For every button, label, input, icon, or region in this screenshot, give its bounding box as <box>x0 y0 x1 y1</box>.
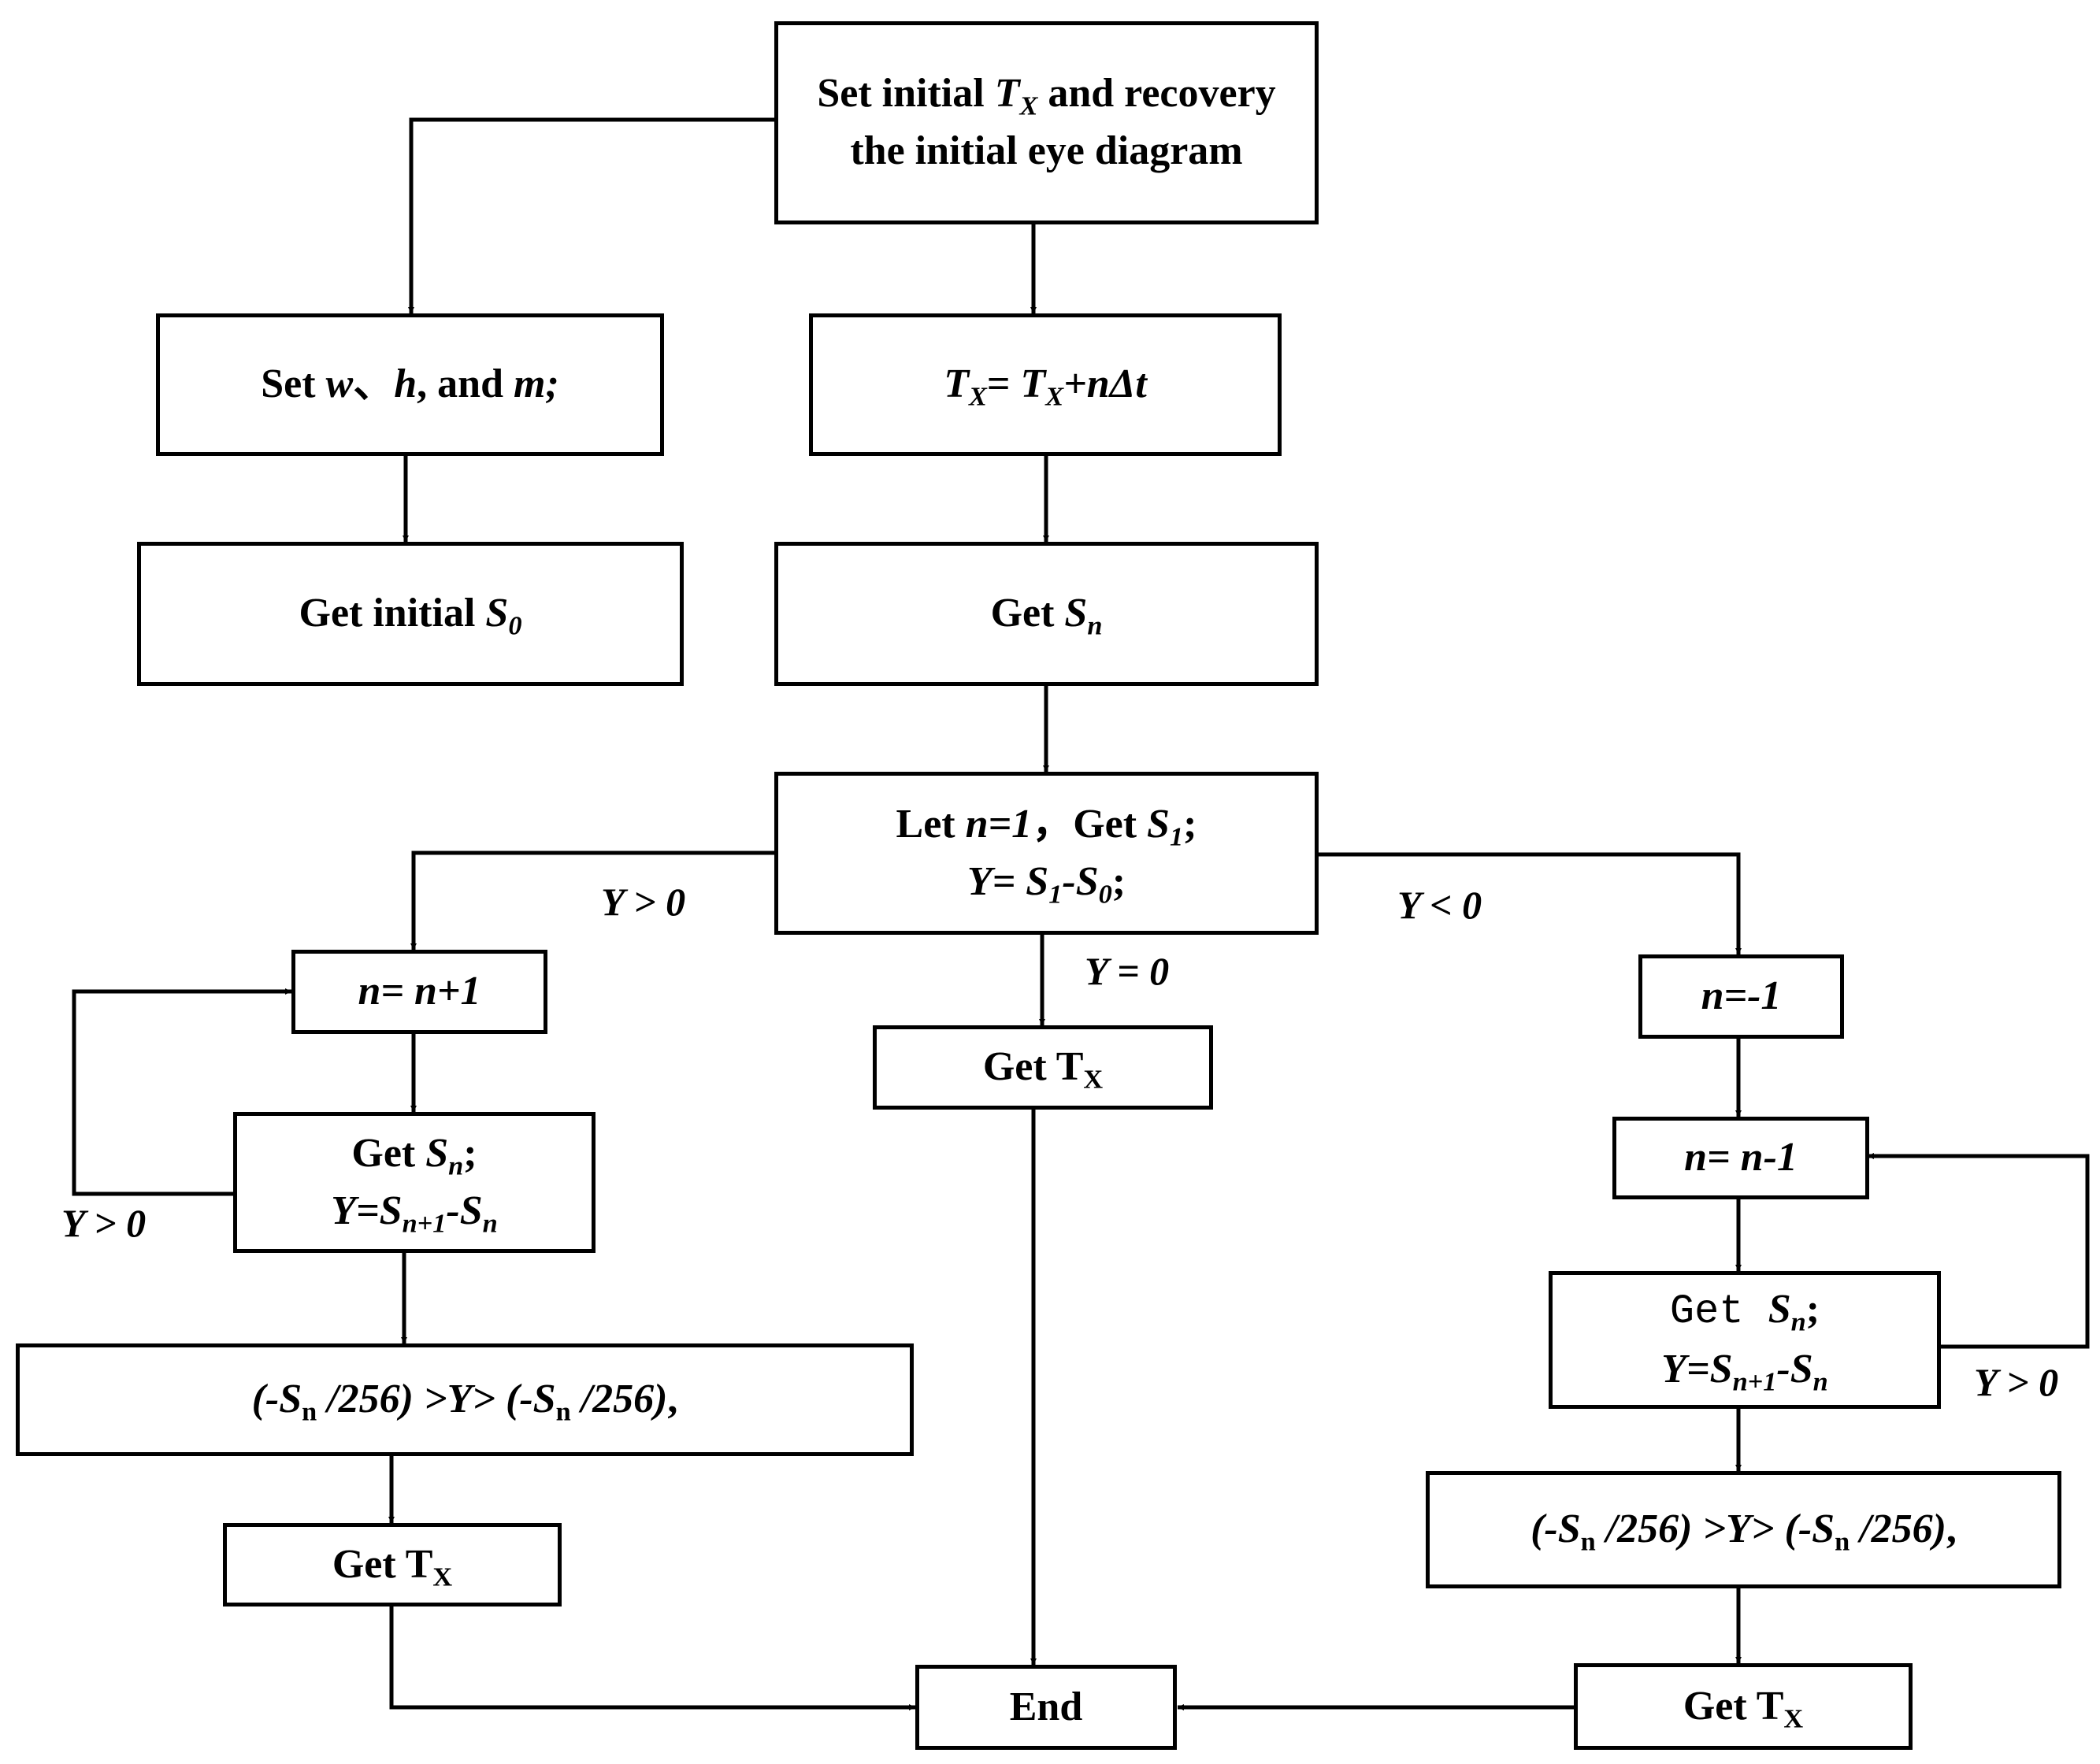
equals: = <box>986 361 1021 407</box>
s-symbol: S <box>1768 1287 1791 1332</box>
n-eq-1: n=1 <box>965 801 1033 847</box>
get-text: Get <box>351 1130 426 1176</box>
tx-symbol-2: T <box>1020 361 1046 407</box>
get-sn-main-text: Get <box>990 591 1065 636</box>
var-h: h <box>394 361 417 407</box>
edge-let-n1-to-n-neg1 <box>1315 852 1742 954</box>
delta-t: Δt <box>1109 361 1147 407</box>
node-n-plus-1: n= n+1 <box>291 950 547 1034</box>
s-symbol: S <box>1064 591 1088 636</box>
cond-part-2: /256) >Y> (-S <box>317 1377 556 1422</box>
node-end: End <box>915 1665 1177 1750</box>
node-get-tx-mid: Get TX <box>873 1025 1213 1110</box>
tx-symbol: T <box>944 361 969 407</box>
let-text: Let <box>896 801 966 847</box>
node-start: Set initial TX and recovery the initial … <box>774 21 1319 224</box>
node-condition-right: (-Sn /256) >Y> (-Sn /256), <box>1426 1471 2061 1588</box>
start-text-line2: the initial eye diagram <box>850 128 1243 173</box>
cond-part-2: /256) >Y> (-S <box>1595 1506 1835 1552</box>
plus-n: +n <box>1063 361 1110 407</box>
node-get-sn-right: Get Sn; Y=Sn+1-Sn <box>1549 1271 1941 1409</box>
s-symbol: S <box>485 591 509 636</box>
get-tx-right-text: Get T <box>1683 1683 1784 1729</box>
set-whm-text: Set <box>261 361 326 407</box>
start-t-symbol: T <box>994 71 1020 117</box>
node-get-tx-right: Get TX <box>1574 1663 1913 1750</box>
n-plus-text: n= n+1 <box>358 969 481 1014</box>
cond-part-1: (-S <box>251 1377 302 1422</box>
node-get-s0: Get initial S0 <box>137 542 684 686</box>
edge-start-to-set-whm <box>408 117 776 313</box>
node-n-neg-1: n=-1 <box>1638 954 1844 1039</box>
separator: 、 <box>353 361 395 407</box>
y-eq-s: Y=S <box>1661 1347 1733 1392</box>
start-t-subscript: X <box>1019 91 1038 121</box>
minus-s: -S <box>446 1188 483 1233</box>
node-get-sn-main: Get Sn <box>774 542 1319 686</box>
cond-part-3: /256) <box>1850 1506 1946 1552</box>
node-update-tx: TX= TX+nΔt <box>809 313 1282 456</box>
node-let-n1: Let n=1，Get S1; Y= S1-S0; <box>774 772 1319 935</box>
label-y-lt-0: Y < 0 <box>1397 883 1482 927</box>
node-get-tx-left: Get TX <box>223 1523 562 1606</box>
label-y-eq-0: Y = 0 <box>1085 949 1170 993</box>
s-symbol: S <box>1147 801 1170 847</box>
minus-s: -S <box>1776 1347 1813 1392</box>
node-get-sn-left: Get Sn; Y=Sn+1-Sn <box>233 1112 595 1253</box>
label-loop-right: Y > 0 <box>1974 1360 2059 1404</box>
node-n-minus-1: n= n-1 <box>1612 1117 1869 1199</box>
get-s0-text: Get initial <box>299 591 486 636</box>
get-text: Get <box>1669 1288 1768 1336</box>
s-symbol: S <box>425 1130 449 1176</box>
n-neg1-text: n=-1 <box>1701 973 1782 1019</box>
edge-loop-right <box>1868 1153 2090 1349</box>
set-whm-and: , and <box>417 361 514 407</box>
y-eq-s1: Y= S <box>967 858 1049 904</box>
node-set-whm: Set w、h, and m; <box>156 313 664 456</box>
start-text-d: and recovery <box>1037 71 1276 117</box>
edge-let-n1-to-n-plus <box>410 850 776 950</box>
var-w: w <box>325 361 354 407</box>
node-condition-left: (-Sn /256) >Y> (-Sn /256), <box>16 1343 914 1456</box>
cond-part-1: (-S <box>1530 1506 1581 1552</box>
n-minus-text: n= n-1 <box>1684 1135 1798 1180</box>
start-text-a: Set initial <box>817 71 995 117</box>
get-tx-left-text: Get T <box>332 1541 433 1587</box>
end-text: End <box>1009 1684 1083 1729</box>
edge-loop-left <box>72 988 291 1196</box>
edge-get-tx-left-to-end <box>389 1606 915 1710</box>
var-m: m; <box>514 361 559 407</box>
get-tx-mid-text: Get T <box>982 1044 1084 1090</box>
label-y-gt-0-left: Y > 0 <box>601 880 686 924</box>
y-eq-s: Y=S <box>331 1188 403 1233</box>
label-loop-left: Y > 0 <box>61 1201 147 1245</box>
cond-part-3: /256) <box>570 1377 668 1422</box>
minus-s: -S <box>1062 858 1099 904</box>
get-text: ，Get <box>1032 801 1148 847</box>
